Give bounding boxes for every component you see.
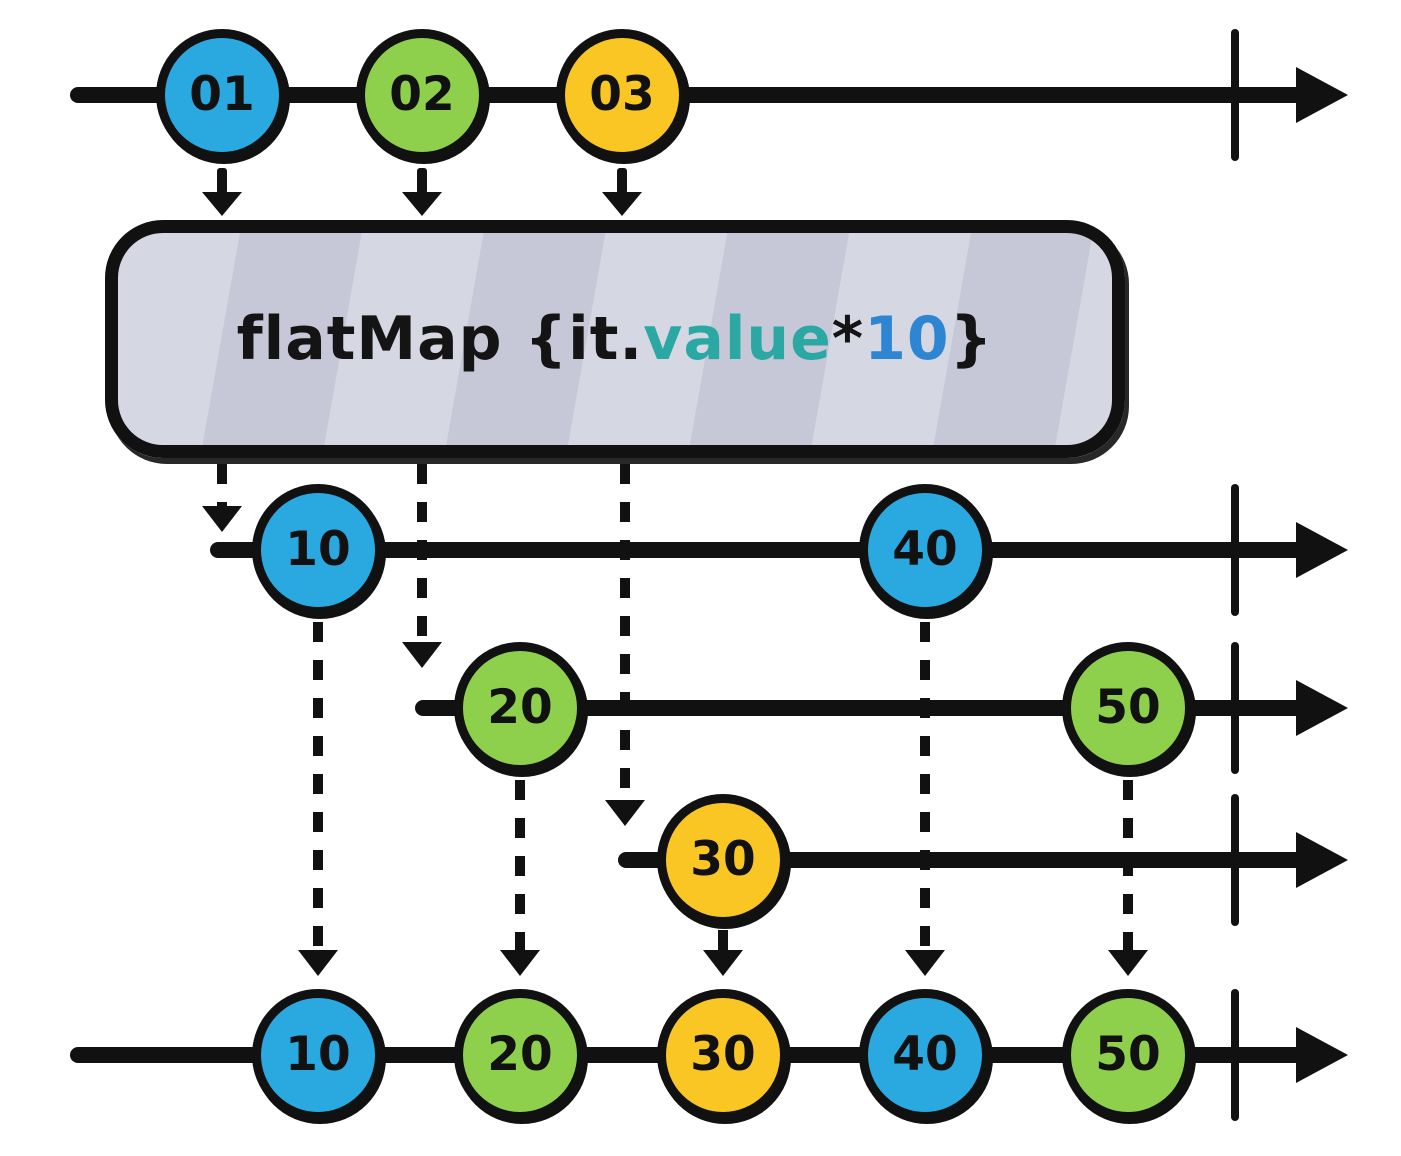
inner-timeline-1-line bbox=[210, 542, 1310, 558]
arrowhead-down-icon bbox=[202, 506, 242, 532]
marble-50: 50 bbox=[1062, 642, 1194, 774]
timeline-arrowhead-icon bbox=[1296, 1027, 1348, 1083]
dashed-connector-10-to-output bbox=[313, 622, 323, 952]
output-completion-tick bbox=[1231, 989, 1239, 1121]
marble-20: 20 bbox=[454, 642, 586, 774]
marble-label: 50 bbox=[1095, 1026, 1161, 1082]
marble-label: 50 bbox=[1095, 679, 1161, 735]
output-marble-40: 40 bbox=[859, 989, 991, 1121]
operator-text-suffix: } bbox=[949, 304, 994, 374]
inner-2-completion-tick bbox=[1231, 642, 1239, 774]
arrowhead-down-icon bbox=[402, 192, 442, 216]
output-marble-10: 10 bbox=[252, 989, 384, 1121]
marble-label: 10 bbox=[285, 521, 351, 577]
arrowhead-down-icon bbox=[202, 192, 242, 216]
marble-label: 10 bbox=[285, 1026, 351, 1082]
timeline-arrowhead-icon bbox=[1296, 67, 1348, 123]
emit-arrow-stem bbox=[217, 168, 227, 194]
timeline-arrowhead-icon bbox=[1296, 680, 1348, 736]
arrowhead-down-icon bbox=[298, 950, 338, 976]
marble-label: 30 bbox=[690, 831, 756, 887]
marble-label: 02 bbox=[389, 66, 455, 122]
operator-text-prefix: flatMap {it. bbox=[236, 304, 644, 374]
marble-label: 03 bbox=[589, 66, 655, 122]
marble-03: 03 bbox=[556, 29, 688, 161]
output-marble-30: 30 bbox=[657, 989, 789, 1121]
emit-arrow-stem bbox=[417, 168, 427, 194]
marble-label: 30 bbox=[690, 1026, 756, 1082]
marble-10: 10 bbox=[252, 484, 384, 616]
operator-text-times: * bbox=[831, 304, 865, 374]
flatmap-operator-box: flatMap {it.value * 10} bbox=[105, 220, 1125, 458]
timeline-arrowhead-icon bbox=[1296, 522, 1348, 578]
marble-30: 30 bbox=[657, 794, 789, 926]
operator-text-factor: 10 bbox=[864, 304, 950, 374]
arrowhead-down-icon bbox=[605, 800, 645, 826]
arrowhead-down-icon bbox=[500, 950, 540, 976]
dashed-connector-40-to-output bbox=[920, 622, 930, 952]
inner-1-completion-tick bbox=[1231, 484, 1239, 616]
marble-label: 20 bbox=[487, 1026, 553, 1082]
arrowhead-down-icon bbox=[602, 192, 642, 216]
timeline-arrowhead-icon bbox=[1296, 832, 1348, 888]
marble-label: 20 bbox=[487, 679, 553, 735]
marble-label: 40 bbox=[892, 521, 958, 577]
operator-text-value: value bbox=[643, 304, 832, 374]
arrowhead-down-icon bbox=[905, 950, 945, 976]
dashed-connector-box-to-stream1 bbox=[217, 464, 227, 508]
dashed-connector-30-to-output bbox=[718, 930, 728, 952]
arrowhead-down-icon bbox=[402, 642, 442, 668]
dashed-connector-20-to-output bbox=[515, 780, 525, 952]
output-marble-50: 50 bbox=[1062, 989, 1194, 1121]
marble-40: 40 bbox=[859, 484, 991, 616]
inner-timeline-3-line bbox=[618, 852, 1310, 868]
output-marble-20: 20 bbox=[454, 989, 586, 1121]
arrowhead-down-icon bbox=[703, 950, 743, 976]
inner-3-completion-tick bbox=[1231, 794, 1239, 926]
marble-02: 02 bbox=[356, 29, 488, 161]
arrowhead-down-icon bbox=[1108, 950, 1148, 976]
emit-arrow-stem bbox=[617, 168, 627, 194]
marble-label: 01 bbox=[189, 66, 255, 122]
marble-label: 40 bbox=[892, 1026, 958, 1082]
dashed-connector-box-to-stream3 bbox=[620, 464, 630, 802]
marble-01: 01 bbox=[156, 29, 288, 161]
source-completion-tick bbox=[1231, 29, 1239, 161]
